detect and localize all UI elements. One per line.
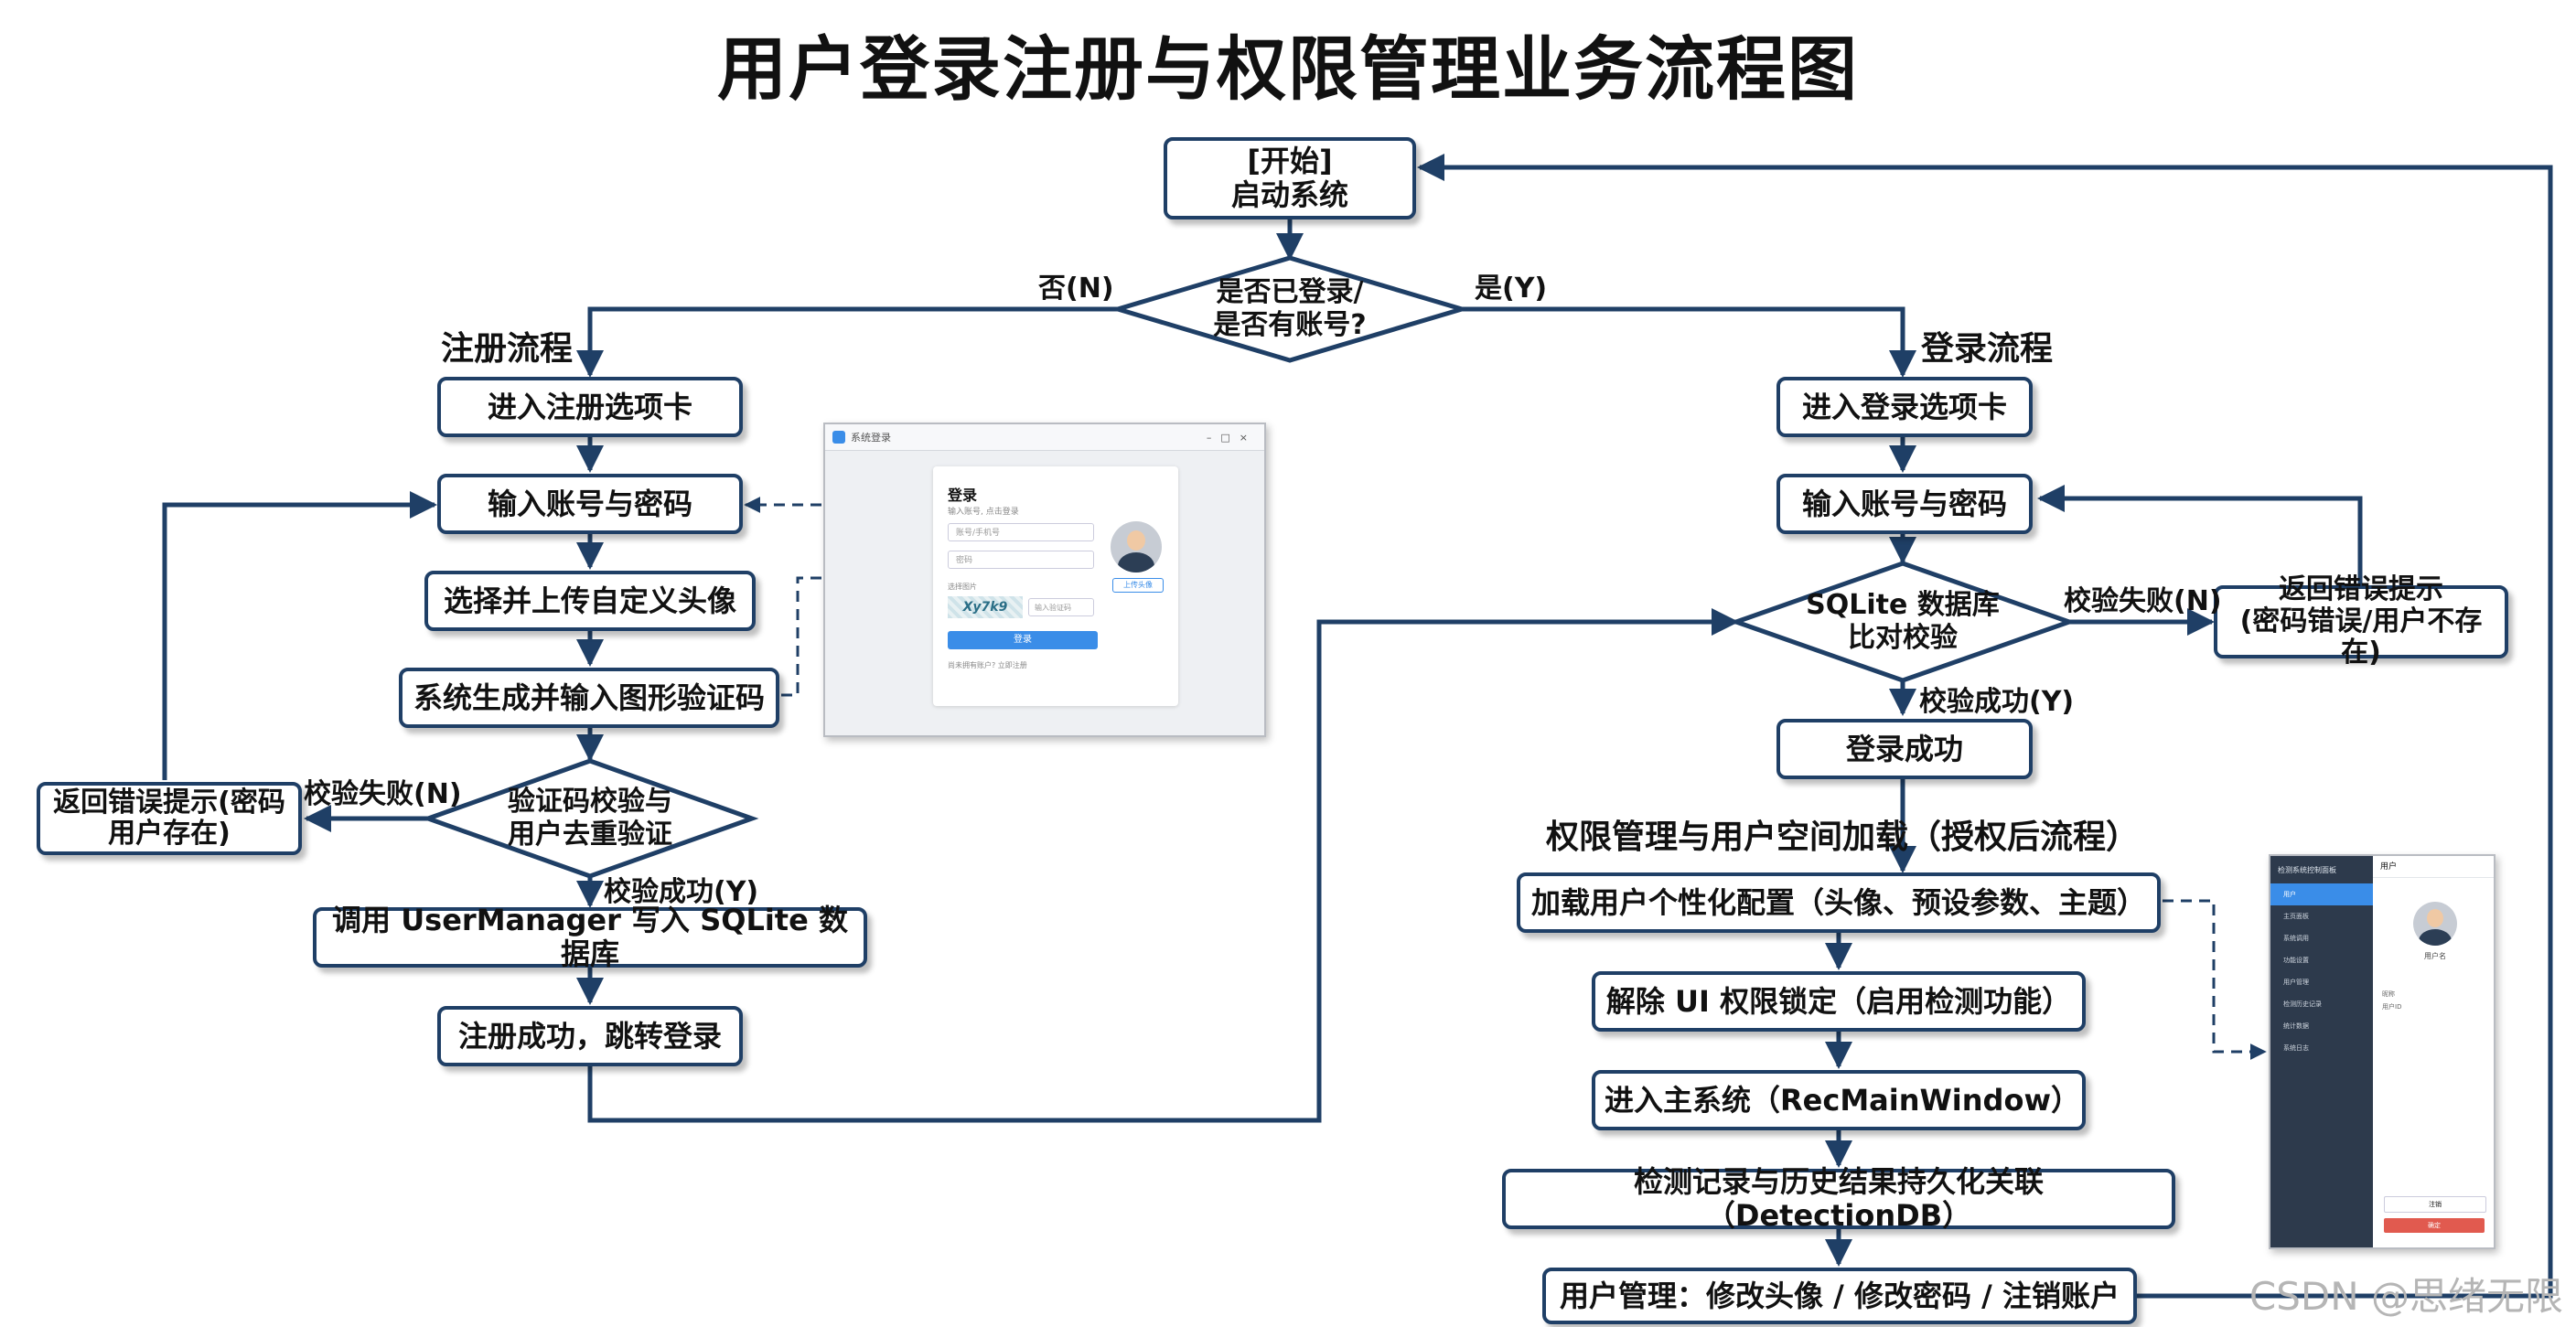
sidebar-menu-item[interactable]: 主页面板 — [2283, 913, 2309, 920]
panel-field-userid: 用户ID — [2382, 1003, 2402, 1011]
decision-login-check: SQLite 数据库 比对校验 — [1806, 589, 2000, 654]
decision-login-check-shape — [1729, 561, 2077, 683]
node-reg-input: 输入账号与密码 — [437, 474, 743, 534]
edge-login-retry — [2037, 485, 2363, 585]
node-perm-main: 进入主系统（RecMainWindow） — [1592, 1070, 2086, 1130]
edge-reg-retry — [162, 491, 437, 780]
main-window-screenshot: 检测系统控制面板 用户主页面板系统调用功能设置用户管理检测历史记录统计数据系统日… — [2269, 854, 2496, 1249]
login-window-app-name: 系统登录 — [851, 432, 891, 444]
node-reg-captcha: 系统生成并输入图形验证码 — [399, 668, 779, 728]
node-perm-config: 加载用户个性化配置（头像、预设参数、主题） — [1517, 872, 2161, 933]
dashed-login-window-captcha — [779, 576, 821, 697]
panel-username: 用户名 — [2424, 952, 2446, 960]
node-reg-avatar: 选择并上传自定义头像 — [424, 571, 756, 631]
login-card: 登录 输入账号, 点击登录 账号/手机号 密码 上传头像 选择图片 Xy7k9 … — [933, 466, 1178, 706]
sidebar-menu-item[interactable]: 系统调用 — [2283, 935, 2309, 942]
sidebar-menu-item[interactable]: 检测历史记录 — [2283, 1001, 2322, 1008]
sidebar-menu-item[interactable]: 用户 — [2270, 883, 2373, 905]
main-window-app-name: 检测系统控制面板 — [2278, 865, 2336, 874]
section-permission: 权限管理与用户空间加载（授权后流程） — [1546, 819, 2140, 856]
register-prompt-text: 尚未拥有账户? 立即注册 — [948, 660, 1027, 670]
section-register: 注册流程 — [441, 330, 574, 368]
node-login-tab: 进入登录选项卡 — [1776, 377, 2033, 437]
decision-login: 是否已登录/ 是否有账号? — [1213, 276, 1367, 341]
upload-avatar-button[interactable]: 上传头像 — [1112, 578, 1164, 593]
captcha-label: 选择图片 — [948, 583, 977, 591]
main-window-sidebar: 检测系统控制面板 用户主页面板系统调用功能设置用户管理检测历史记录统计数据系统日… — [2270, 856, 2373, 1247]
app-logo-icon — [832, 431, 845, 444]
node-reg-error: 返回错误提示(密码 用户存在) — [37, 782, 302, 855]
captcha-image[interactable]: Xy7k9 — [948, 596, 1023, 618]
section-login: 登录流程 — [1921, 330, 2054, 368]
login-window-screenshot: 系统登录 –□× 登录 输入账号, 点击登录 账号/手机号 密码 上传头像 选择… — [823, 423, 1266, 737]
label-no: 否(N) — [1038, 273, 1114, 305]
login-card-subtitle: 输入账号, 点击登录 — [948, 508, 1019, 517]
logout-button[interactable]: 注销 — [2384, 1196, 2486, 1213]
password-input[interactable]: 密码 — [948, 551, 1094, 569]
edge-loop-start — [1417, 154, 2553, 1299]
watermark: CSDN @思绪无限 — [2249, 1274, 2563, 1319]
node-reg-tab: 进入注册选项卡 — [437, 377, 743, 437]
sidebar-menu-item[interactable]: 功能设置 — [2283, 957, 2309, 964]
login-card-heading: 登录 — [948, 487, 978, 504]
edge-decision-yes — [1462, 306, 1916, 378]
panel-field-nickname: 昵称 — [2382, 990, 2395, 998]
avatar-icon — [1111, 521, 1162, 573]
decision-verify-shape — [421, 758, 759, 879]
login-button[interactable]: 登录 — [948, 631, 1098, 649]
panel-title: 用户 — [2373, 856, 2494, 878]
sidebar-menu-item[interactable]: 统计数据 — [2283, 1022, 2309, 1030]
captcha-input[interactable]: 输入验证码 — [1028, 598, 1094, 616]
login-window-titlebar: 系统登录 –□× — [825, 424, 1264, 451]
label-login-fail: 校验失败(N) — [2064, 585, 2222, 617]
node-reg-success: 注册成功，跳转登录 — [437, 1006, 743, 1066]
sidebar-menu-item[interactable]: 用户管理 — [2283, 979, 2309, 986]
node-perm-db: 检测记录与历史结果持久化关联（DetectionDB） — [1502, 1165, 2175, 1232]
label-login-pass: 校验成功(Y) — [1919, 686, 2075, 718]
node-perm-unlock: 解除 UI 权限锁定（启用检测功能） — [1592, 971, 2086, 1032]
user-avatar-icon — [2413, 902, 2457, 946]
decision-reg-verify: 验证码校验与 用户去重验证 — [508, 786, 672, 851]
diagram-title: 用户登录注册与权限管理业务流程图 — [717, 28, 1859, 110]
label-reg-fail: 校验失败(N) — [304, 778, 462, 810]
node-login-error: 返回错误提示 (密码错误/用户不存在) — [2214, 574, 2508, 669]
dashed-config-mainwindow — [2163, 899, 2267, 1060]
register-prompt: 尚未拥有账户? 立即注册 — [948, 661, 1027, 669]
label-yes: 是(Y) — [1475, 273, 1548, 305]
node-perm-user: 用户管理：修改头像 / 修改密码 / 注销账户 — [1542, 1268, 2137, 1324]
node-reg-write: 调用 UserManager 写入 SQLite 数据库 — [313, 904, 867, 970]
username-input[interactable]: 账号/手机号 — [948, 523, 1094, 541]
node-login-success: 登录成功 — [1776, 719, 2033, 779]
node-login-input: 输入账号与密码 — [1776, 474, 2033, 534]
confirm-button[interactable]: 确定 — [2384, 1218, 2485, 1233]
node-start: [开始] 启动系统 — [1164, 137, 1416, 219]
label-reg-pass: 校验成功(Y) — [604, 876, 759, 908]
edge-reg-to-login — [587, 608, 1739, 1123]
window-controls-icon[interactable]: –□× — [1206, 431, 1257, 444]
decision-login-shape — [1110, 255, 1470, 363]
edge-decision-no — [576, 306, 1118, 378]
sidebar-menu-item[interactable]: 系统日志 — [2283, 1044, 2309, 1052]
sidebar-menu: 用户主页面板系统调用功能设置用户管理检测历史记录统计数据系统日志 — [2270, 883, 2373, 1059]
